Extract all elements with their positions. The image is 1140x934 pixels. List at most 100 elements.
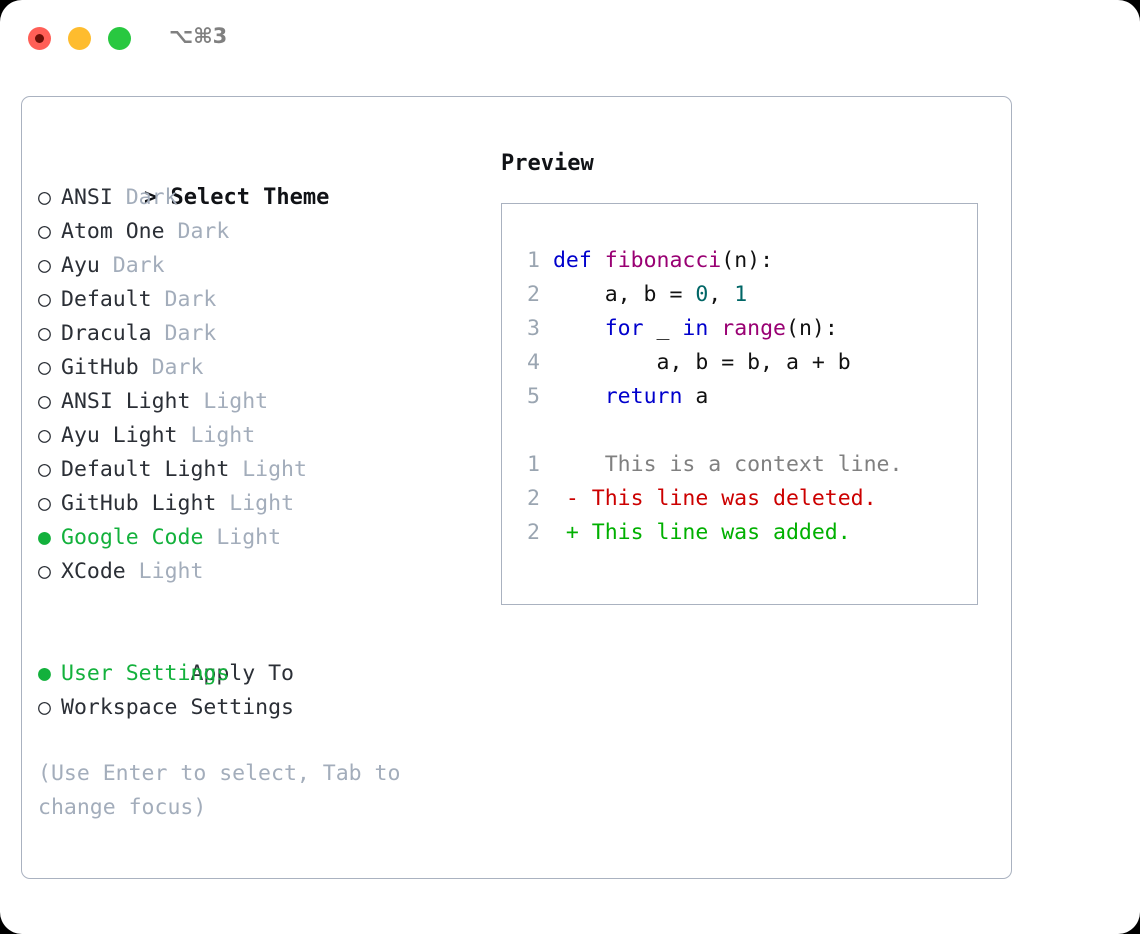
code-gutter-space [540,282,553,307]
minimize-button[interactable] [68,27,91,50]
theme-list-item[interactable]: ○ANSI Light Light [38,385,478,419]
theme-list-item[interactable]: ○GitHub Light Light [38,487,478,521]
code-token [708,316,721,341]
diff-line: 2 - This line was deleted. [516,482,977,516]
apply-to-option-label: Workspace Settings [61,695,294,720]
theme-name: Ayu Light [61,423,178,448]
theme-variant-badge: Light [190,389,269,414]
code-diff-spacer [516,414,977,448]
apply-to-list: ●User Settings○Workspace Settings [38,657,478,725]
theme-name: Default [61,287,152,312]
theme-variant-badge: Dark [151,287,217,312]
theme-list-item[interactable]: ○ Default Light Light [38,453,478,487]
radio-selected-icon: ● [38,525,51,550]
diff-text: This line was deleted. [578,486,877,511]
theme-list-item[interactable]: ○ Ayu Light Light [38,419,478,453]
code-token: in [682,316,709,341]
theme-variant-badge: Light [177,423,256,448]
diff-marker: + [540,520,579,545]
radio-unselected-icon: ○ [38,559,51,584]
theme-variant-badge: Light [216,491,295,516]
theme-name: Ayu [61,253,100,278]
code-line: 1 def fibonacci(n): [516,244,977,278]
maximize-button[interactable] [108,27,131,50]
code-line: 2 a, b = 0, 1 [516,278,977,312]
code-token: (n): [721,248,774,273]
code-token [553,384,605,409]
radio-unselected-icon: ○ [38,287,51,312]
diff-line: 1 This is a context line. [516,448,977,482]
code-token: 1 [734,282,748,307]
theme-picker-heading: > Select Theme [38,147,478,210]
line-number: 2 [527,520,540,545]
apply-to-option[interactable]: ●User Settings [38,657,478,691]
theme-variant-badge: Dark [99,253,165,278]
diff-sample: 1 This is a context line.2 - This line w… [516,448,977,550]
code-token: (n): [786,316,838,341]
apply-to-option[interactable]: ○Workspace Settings [38,691,478,725]
theme-list-item[interactable]: ●Google Code Light [38,521,478,555]
code-token: return [604,384,683,409]
keyboard-shortcut-label: ⌥⌘3 [169,24,228,48]
theme-name: GitHub Light [61,491,217,516]
diff-line: 2 + This line was added. [516,516,977,550]
apply-to-heading: Apply To [38,623,478,686]
theme-list-item[interactable]: ○ANSI Dark [38,181,478,215]
theme-list-item[interactable]: ○ GitHub Dark [38,351,478,385]
radio-unselected-icon: ○ [38,457,51,482]
code-token: for [604,316,644,341]
code-line: 3 for _ in range(n): [516,312,977,346]
theme-list: ○ANSI Dark○Atom One Dark○Ayu Dark○Defaul… [38,181,478,589]
apply-to-title: Apply To [190,661,295,686]
line-number: 4 [527,350,540,375]
theme-variant-badge: Light [229,457,307,482]
line-number: 1 [527,248,540,273]
code-token: a [682,384,709,409]
theme-variant-badge: Dark [138,355,204,380]
radio-unselected-icon: ○ [38,423,51,448]
code-gutter-space [540,350,553,375]
theme-list-item[interactable]: ○Atom One Dark [38,215,478,249]
keyboard-hint: (Use Enter to select, Tab to change focu… [38,761,414,820]
theme-name: Dracula [61,321,152,346]
diff-marker [540,452,579,477]
line-number: 3 [527,316,540,341]
apply-to-section: Apply To ●User Settings○Workspace Settin… [38,623,478,725]
code-token: _ [643,316,683,341]
radio-unselected-icon: ○ [38,185,51,210]
code-token: def [552,248,592,273]
radio-unselected-icon: ○ [38,389,51,414]
theme-list-item[interactable]: ○ Default Dark [38,283,478,317]
theme-list-item[interactable]: ○ Dracula Dark [38,317,478,351]
line-number: 2 [527,486,540,511]
theme-name: GitHub [61,355,139,380]
preview-panel: Preview 1 def fibonacci(n):2 a, b = 0, 1… [501,147,981,605]
radio-unselected-icon: ○ [38,355,51,380]
code-line: 4 a, b = b, a + b [516,346,977,380]
code-gutter-space [540,384,553,409]
code-token [553,316,605,341]
code-token [592,248,605,273]
theme-picker-panel: > Select Theme ○ANSI Dark○Atom One Dark○… [38,147,478,825]
content-frame: > Select Theme ○ANSI Dark○Atom One Dark○… [21,96,1012,879]
theme-name: Default Light [61,457,230,482]
theme-name: ANSI [61,185,113,210]
close-icon [35,34,44,43]
theme-name: XCode [61,559,126,584]
theme-variant-badge: Dark [151,321,217,346]
diff-text: This line was added. [578,520,851,545]
radio-unselected-icon: ○ [38,321,51,346]
line-number: 5 [527,384,540,409]
prompt-caret-icon: > [143,185,171,210]
code-token: , [708,282,735,307]
radio-unselected-icon: ○ [38,253,51,278]
theme-list-item[interactable]: ○ Ayu Dark [38,249,478,283]
line-number: 1 [527,452,540,477]
code-gutter-space [540,248,553,273]
radio-unselected-icon: ○ [38,219,51,244]
code-gutter-space [540,316,553,341]
theme-list-item[interactable]: ○XCode Light [38,555,478,589]
